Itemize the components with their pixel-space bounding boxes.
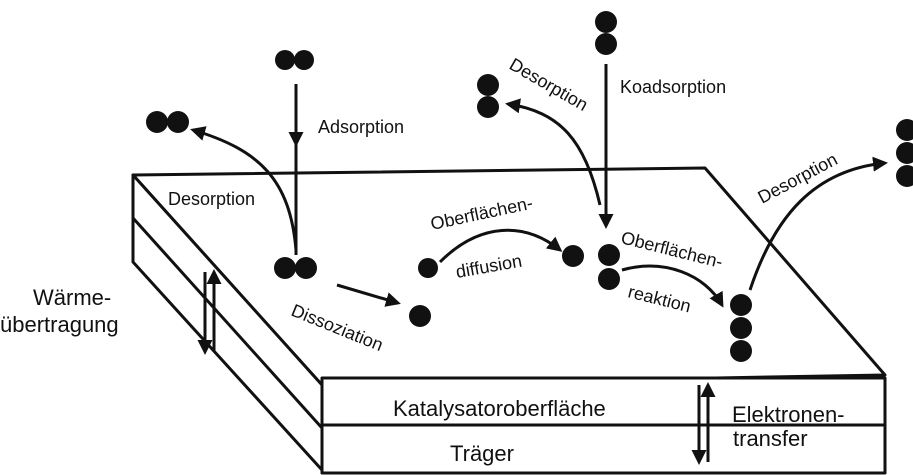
dissociated-atom [409,305,431,327]
product-atom [730,340,752,362]
diffusion-arrow [438,228,563,264]
desorption-right-label: Desorption [754,149,840,208]
desorption-left-arrow [190,126,298,251]
koadsorption-molecule-atom [595,33,617,55]
desorbed-product-atom [896,142,913,164]
adsorption-group: Adsorption [275,50,404,147]
adsorption-label: Adsorption [318,117,404,137]
koadsorption-molecule-atom [595,11,617,33]
desorbed-product-atom [896,165,913,187]
adsorbed-atom [274,257,296,279]
waerme-label-line2: übertragung [0,312,119,337]
desorption-middle-arrow [505,98,602,206]
elektronen-label-line2: transfer [733,426,808,451]
reaction-site-molecule [598,244,620,290]
gas-molecule-atom [275,50,295,70]
desorption-left-label: Desorption [168,189,255,209]
reaction-site-atom [598,268,620,290]
desorbed-molecule-atom [146,111,168,133]
gas-molecule-atom [294,50,314,70]
product-atom [730,317,752,339]
desorbed-product-atom [896,119,913,141]
desorbed-molecule-atom [477,96,499,118]
elektronentransfer-group: Elektronen- transfer [691,382,845,465]
desorbed-molecule-atom [477,74,499,96]
reaction-site-atom [598,244,620,266]
koadsorption-group: Koadsorption [595,11,726,229]
dissoziation-arrow [336,283,401,307]
product-atom [730,294,752,316]
desorption-left-group: Desorption [146,111,298,251]
desorption-right-arrow [748,156,888,291]
koadsorption-label: Koadsorption [620,77,726,97]
traeger-label: Träger [450,441,514,466]
desorbed-molecule-atom [167,111,189,133]
diffused-atom [562,245,584,267]
catalyst-slab [131,166,887,475]
adsorbed-atom [295,257,317,279]
katalysatoroberflaeche-label: Katalysatoroberfläche [393,396,606,421]
waerme-label-line1: Wärme- [33,285,111,310]
reaktion-arrow [621,264,724,308]
diffusing-atom [418,258,438,278]
elektronen-label-line1: Elektronen- [732,402,845,427]
slab-left-layer-line [131,216,324,430]
waermeuebertragung-group: Wärme- übertragung [0,269,222,355]
adsorbed-molecule [274,257,317,279]
